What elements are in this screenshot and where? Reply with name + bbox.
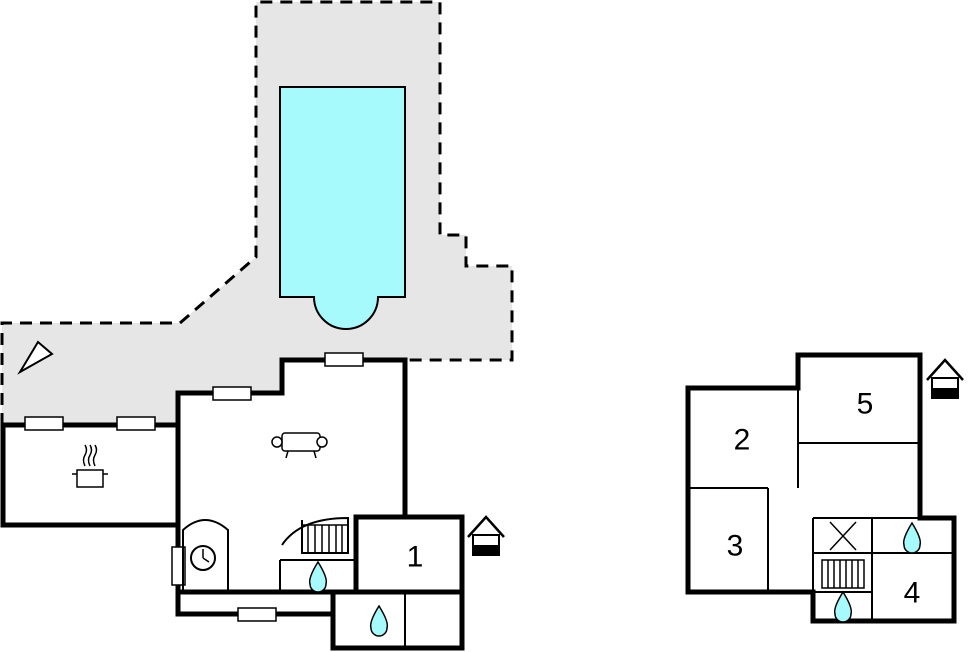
house-entrance-icon bbox=[926, 358, 964, 399]
living-room-walls bbox=[175, 357, 465, 651]
swimming-pool bbox=[279, 86, 406, 330]
staircase-icon bbox=[281, 516, 349, 554]
upper-floor: 2 3 4 5 bbox=[685, 352, 964, 624]
staircase-icon bbox=[302, 524, 348, 553]
water-drop-icon bbox=[833, 590, 853, 623]
fireplace-icon bbox=[182, 519, 229, 590]
interior-wall-2 bbox=[279, 559, 406, 648]
cooking-pot-icon bbox=[72, 444, 108, 488]
window bbox=[24, 416, 64, 431]
window bbox=[237, 607, 277, 622]
kitchen bbox=[0, 422, 181, 528]
window bbox=[212, 386, 252, 401]
interior-wall-1 bbox=[330, 514, 465, 595]
window bbox=[116, 416, 156, 431]
window bbox=[324, 352, 364, 367]
terrace-outline bbox=[0, 0, 514, 425]
room-number-2: 2 bbox=[734, 424, 751, 457]
room-number-5: 5 bbox=[857, 388, 874, 421]
staircase-icon bbox=[821, 559, 865, 589]
water-drop-icon bbox=[308, 560, 328, 593]
upper-floor-walls bbox=[685, 352, 957, 624]
house-entrance-icon bbox=[467, 515, 505, 556]
room-number-1: 1 bbox=[407, 541, 424, 574]
water-drop-icon bbox=[369, 604, 389, 637]
ground-floor: 1 bbox=[0, 352, 505, 651]
compass-arrow-icon bbox=[17, 340, 54, 375]
room-number-3: 3 bbox=[727, 530, 744, 563]
window bbox=[171, 546, 186, 586]
water-drop-icon bbox=[902, 521, 922, 554]
skylight-icon bbox=[829, 521, 857, 551]
sofa-icon bbox=[271, 432, 328, 459]
room-number-4: 4 bbox=[904, 577, 921, 610]
